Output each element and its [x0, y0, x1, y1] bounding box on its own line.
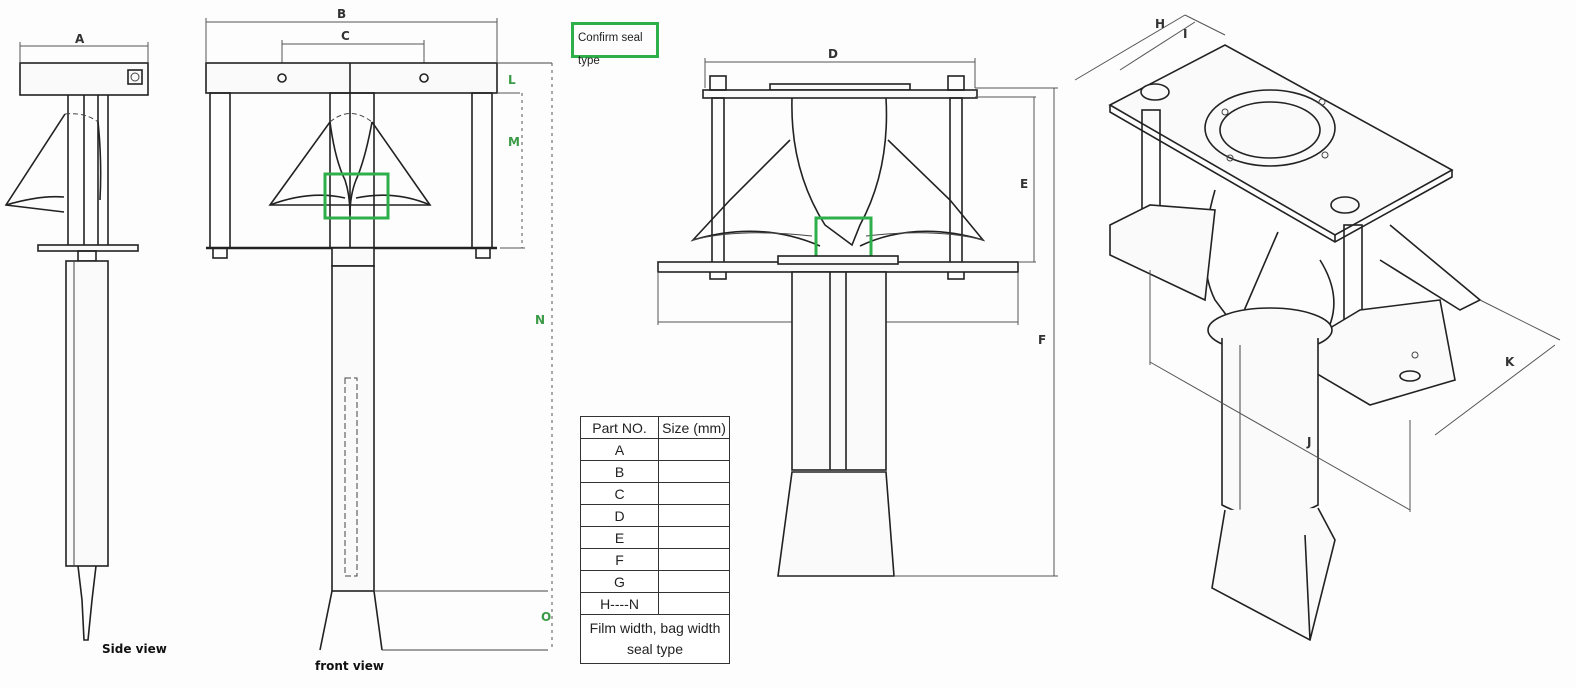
header-size: Size (mm): [658, 416, 730, 439]
seal-highlight-front: [323, 172, 390, 220]
row-size-cell[interactable]: [658, 570, 730, 593]
row-part: G: [580, 570, 659, 593]
dim-label-l: L: [508, 73, 516, 87]
row-part: E: [580, 526, 659, 549]
row-part: A: [580, 438, 659, 461]
confirm-seal-note: Confirm seal type: [571, 22, 659, 67]
dim-label-k: K: [1505, 355, 1515, 369]
row-size-cell[interactable]: [658, 504, 730, 527]
table-note: Film width, bag width seal type: [580, 614, 730, 664]
dim-label-e: E: [1020, 177, 1028, 191]
table-row: D: [580, 504, 730, 527]
detail-view-drawing: D: [657, 47, 1058, 577]
row-size-cell[interactable]: [658, 548, 730, 571]
dim-label-c: C: [341, 29, 350, 43]
row-part: H----N: [580, 592, 659, 615]
dim-label-o: O: [541, 610, 551, 624]
row-part: B: [580, 460, 659, 483]
row-size-cell[interactable]: [658, 460, 730, 483]
dim-label-j: J: [1306, 435, 1311, 449]
row-size-cell[interactable]: [658, 592, 730, 615]
front-view-label: front view: [315, 659, 384, 673]
dim-label-f: F: [1038, 333, 1046, 347]
dim-label-a: A: [75, 32, 85, 46]
confirm-seal-text: Confirm seal type: [578, 32, 643, 67]
dim-label-i: I: [1183, 27, 1187, 41]
table-row: H----N: [580, 592, 730, 615]
note-line-1: Film width, bag width: [589, 620, 721, 636]
row-size-cell[interactable]: [658, 482, 730, 505]
row-part: F: [580, 548, 659, 571]
front-view-drawing: B C front vi: [205, 7, 553, 673]
table-row: C: [580, 482, 730, 505]
row-size-cell[interactable]: [658, 526, 730, 549]
header-part-no: Part NO.: [580, 416, 659, 439]
dim-label-d: D: [828, 47, 838, 61]
part-size-table: Part NO. Size (mm) A B C D E F G H----N …: [580, 416, 730, 664]
table-header-row: Part NO. Size (mm): [580, 416, 730, 439]
table-row: E: [580, 526, 730, 549]
row-size-cell[interactable]: [658, 438, 730, 461]
side-view-drawing: A Side view: [4, 32, 167, 656]
table-row: F: [580, 548, 730, 571]
table-row: A: [580, 438, 730, 461]
side-view-label: Side view: [102, 642, 167, 656]
table-row: B: [580, 460, 730, 483]
row-part: D: [580, 504, 659, 527]
row-part: C: [580, 482, 659, 505]
table-row: G: [580, 570, 730, 593]
dim-label-n: N: [535, 313, 545, 327]
isometric-view-drawing: H I: [1074, 14, 1561, 642]
dim-label-m: M: [508, 135, 520, 149]
note-line-2: seal type: [626, 641, 684, 657]
dim-label-b: B: [337, 7, 346, 21]
table-note-row: Film width, bag width seal type: [580, 614, 730, 664]
dim-label-h: H: [1155, 17, 1165, 31]
